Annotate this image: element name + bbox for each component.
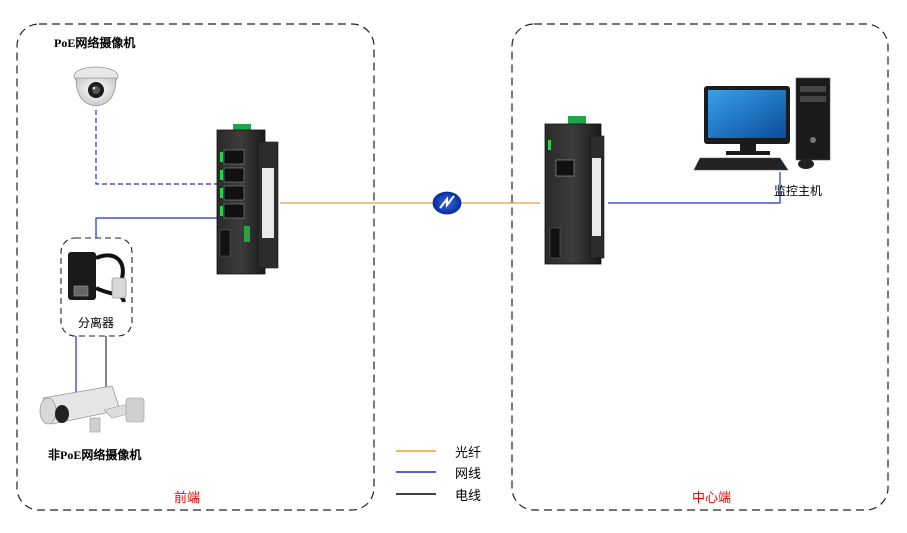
splitter-network-line	[95, 217, 218, 238]
host-network-line	[608, 172, 781, 204]
front-end-label: 前端	[174, 491, 201, 506]
front-end-region	[16, 23, 375, 511]
media-converter-device-icon	[544, 116, 605, 265]
splitter-label: 分离器	[78, 316, 115, 330]
center-end-label: 中心端	[692, 491, 732, 506]
poe-splitter-icon	[68, 252, 127, 303]
poe-camera-network-line	[95, 110, 218, 185]
poe-dome-camera-icon	[73, 66, 119, 107]
poe-switch-device-icon	[216, 124, 279, 275]
monitor-host-label: 监控主机	[774, 184, 823, 198]
legend-network-label: 网线	[455, 467, 482, 482]
bullet-camera-icon	[39, 385, 145, 433]
monitoring-host-computer-icon	[693, 77, 831, 171]
legend-fiber-label: 光纤	[455, 446, 482, 461]
center-end-region	[511, 23, 889, 511]
legend-power-label: 电线	[455, 489, 482, 504]
fiber-link-icon	[432, 191, 462, 215]
non-poe-camera-label: 非PoE网络摄像机	[48, 448, 142, 462]
poe-camera-label: PoE网络摄像机	[54, 36, 136, 50]
